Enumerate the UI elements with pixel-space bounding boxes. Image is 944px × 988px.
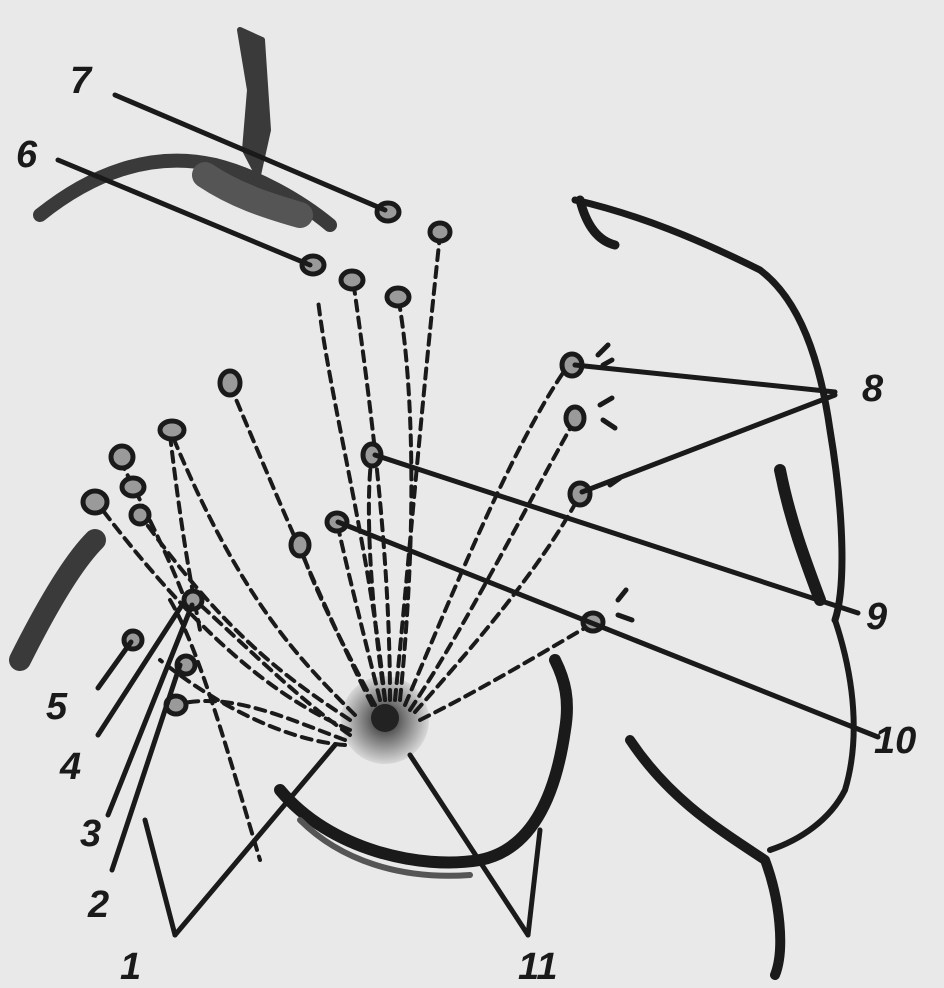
lymph-node [111,446,133,468]
lymph-node [430,223,450,241]
right-breast-edge [770,620,854,850]
lymph-node [566,407,584,429]
label-4: 4 [60,748,81,786]
label-8: 8 [862,370,883,408]
label-7: 7 [70,62,91,100]
label-1: 1 [120,948,141,986]
lymph-node [291,534,309,556]
lymph-vessels [95,235,590,860]
leader-lines [58,95,878,935]
torso-fold [780,470,820,600]
label-10: 10 [874,722,916,760]
label-9: 9 [866,598,887,636]
lymph-node [122,478,144,496]
lymph-node [160,421,184,439]
label-5: 5 [46,688,67,726]
label-11: 11 [518,948,557,986]
left-torso-edge [20,540,95,660]
right-breast [630,740,780,975]
lymph-node [83,491,107,513]
lymph-node [387,288,409,306]
lymph-node [341,271,363,289]
lymph-node [131,506,149,524]
label-2: 2 [88,886,109,924]
lymph-node [570,483,590,505]
label-6: 6 [16,136,37,174]
label-3: 3 [80,815,101,853]
lymph-node [220,371,240,395]
body-silhouette [20,30,854,975]
